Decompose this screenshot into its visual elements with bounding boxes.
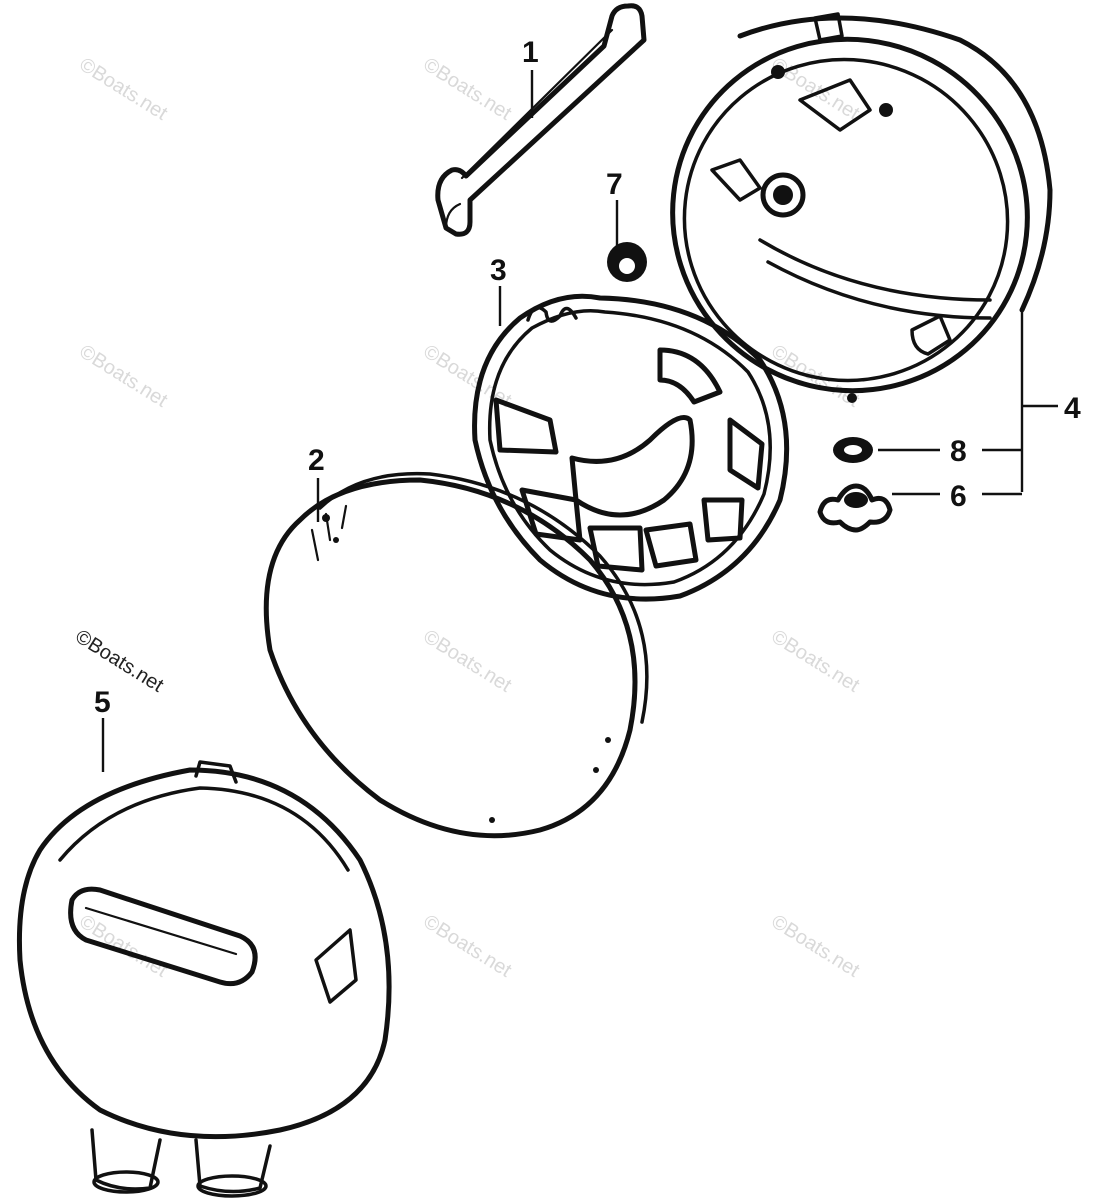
callout-3: 3 (490, 254, 507, 287)
watermark: ©Boats.net (419, 54, 515, 125)
part-1-tube (435, 3, 647, 237)
part-3-grid-plate (472, 293, 790, 602)
watermarks: ©Boats.net ©Boats.net ©Boats.net ©Boats.… (71, 54, 863, 982)
watermark: ©Boats.net (75, 911, 171, 982)
part-2-filter-element (263, 471, 649, 839)
callout-2: 2 (308, 444, 325, 477)
watermark: ©Boats.net (767, 911, 863, 982)
part-7-grommet (607, 242, 647, 282)
watermark: ©Boats.net (75, 341, 171, 412)
watermark: ©Boats.net (419, 626, 515, 697)
watermark: ©Boats.net (419, 911, 515, 982)
callout-8: 8 (950, 435, 967, 468)
part-5-cover (16, 760, 392, 1198)
callout-4: 4 (1064, 392, 1081, 425)
watermark: ©Boats.net (767, 626, 863, 697)
callout-6: 6 (950, 480, 967, 513)
watermark-dark: ©Boats.net (71, 626, 167, 697)
watermark: ©Boats.net (767, 54, 863, 125)
watermark: ©Boats.net (75, 54, 171, 125)
callout-7: 7 (606, 168, 623, 201)
callout-1: 1 (522, 36, 539, 69)
leader-lines (101, 70, 1058, 772)
part-8-washer (833, 437, 873, 463)
callouts: 1 2 3 4 5 6 7 8 (94, 36, 1081, 719)
callout-5: 5 (94, 686, 111, 719)
part-6-wing-nut (817, 483, 893, 533)
